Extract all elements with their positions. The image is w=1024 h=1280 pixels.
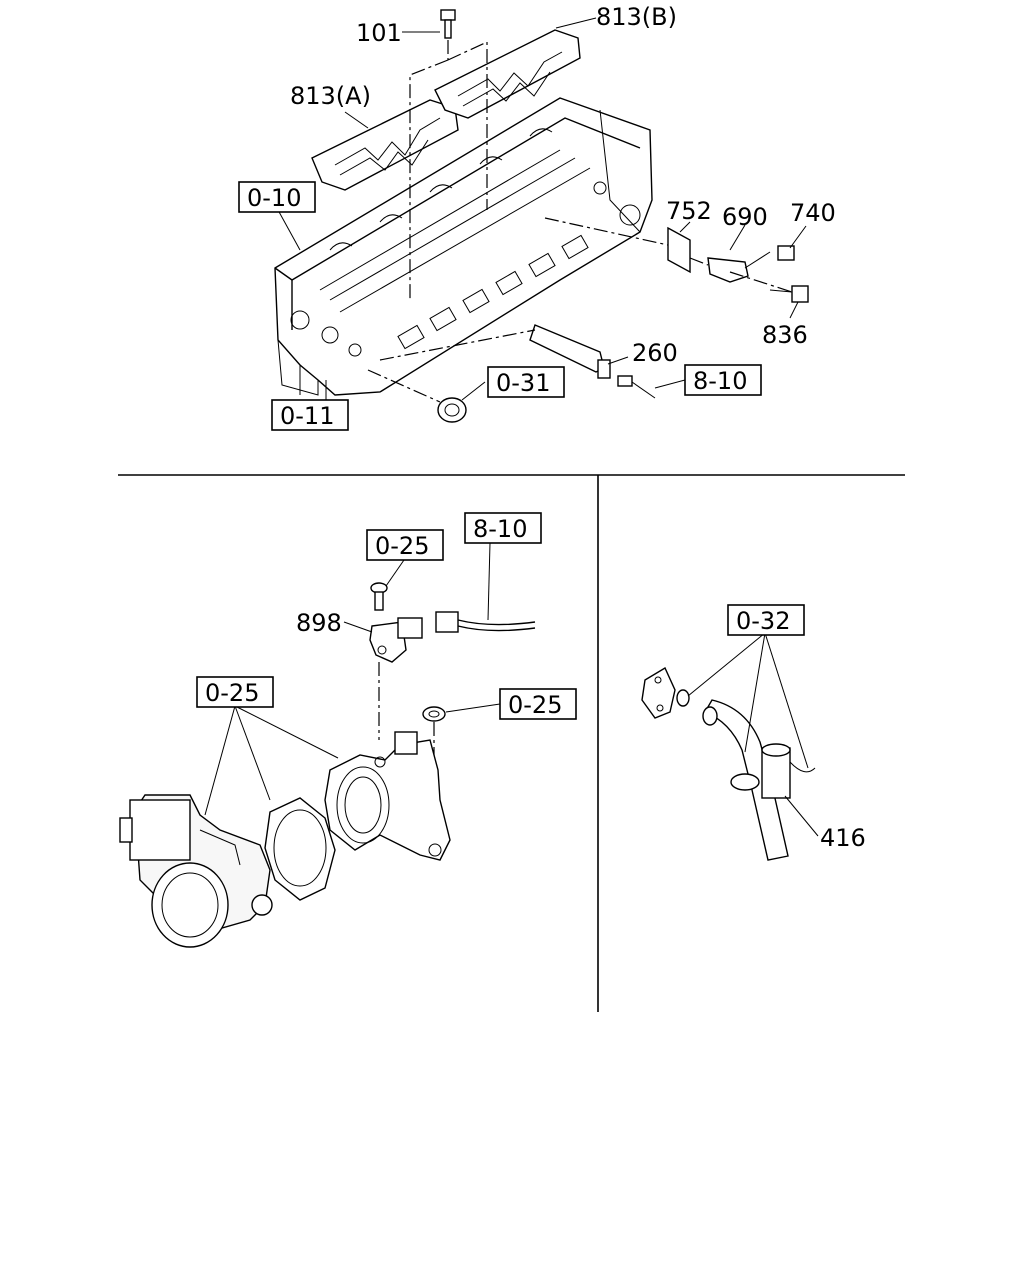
flange-illustration: [641, 666, 690, 719]
ref-8-10-bottom-text: 8-10: [473, 515, 527, 543]
ref-box-0-11[interactable]: 0-11: [271, 399, 349, 431]
bolt-0-25-illustration: [370, 582, 388, 611]
ref-box-0-31[interactable]: 0-31: [487, 366, 565, 398]
ref-0-11-text: 0-11: [280, 402, 334, 430]
harness-connector-illustration: [435, 611, 536, 633]
connector-8-10-illustration: [617, 375, 633, 387]
ref-0-25-nut-text: 0-25: [508, 691, 562, 719]
intake-adapter-illustration: [324, 731, 451, 861]
intake-ports: [397, 234, 589, 350]
ref-box-0-32[interactable]: 0-32: [727, 604, 805, 636]
ref-0-31-text: 0-31: [496, 369, 550, 397]
sensor-690-illustration: [707, 251, 771, 283]
label-898: 898: [296, 609, 342, 637]
sensor-898-illustration: [369, 617, 423, 663]
label-416: 416: [820, 824, 866, 852]
label-101: 101: [356, 19, 402, 47]
ref-box-0-25-bolt[interactable]: 0-25: [366, 529, 444, 561]
ref-0-25-throttle-text: 0-25: [205, 679, 259, 707]
label-260: 260: [632, 339, 678, 367]
ref-box-0-25-nut[interactable]: 0-25: [499, 688, 577, 720]
ref-8-10-top-text: 8-10: [693, 367, 747, 395]
label-690: 690: [722, 203, 768, 231]
gasket-813a-illustration: [311, 99, 459, 191]
throttle-gasket-illustration: [264, 797, 336, 901]
gasket-752-illustration: [667, 226, 691, 274]
label-740: 740: [790, 199, 836, 227]
ref-0-25-bolt-text: 0-25: [375, 532, 429, 560]
throttle-body-illustration: [119, 794, 273, 948]
sensor-260-illustration: [529, 324, 611, 379]
pipe-illustration: [702, 699, 789, 861]
label-813b: 813(B): [596, 3, 677, 31]
label-836: 836: [762, 321, 808, 349]
ref-box-0-10[interactable]: 0-10: [238, 181, 316, 213]
label-752: 752: [666, 197, 712, 225]
bolt-101-illustration: [440, 9, 456, 39]
label-813a: 813(A): [290, 82, 371, 110]
gasket-813b-illustration: [434, 29, 581, 119]
ref-0-10-text: 0-10: [247, 184, 301, 212]
cylinder-head-illustration: [274, 97, 653, 396]
ref-box-8-10-bottom[interactable]: 8-10: [464, 512, 542, 544]
ref-box-8-10-top[interactable]: 8-10: [684, 364, 762, 396]
ref-0-32-text: 0-32: [736, 607, 790, 635]
nut-0-25-illustration: [422, 706, 446, 722]
sensor-416-illustration: [761, 743, 816, 799]
bolt-836-illustration: [769, 285, 809, 303]
nut-740-illustration: [777, 245, 795, 261]
ref-box-0-25-throttle[interactable]: 0-25: [196, 676, 274, 708]
plug-0-31-illustration: [437, 397, 467, 423]
